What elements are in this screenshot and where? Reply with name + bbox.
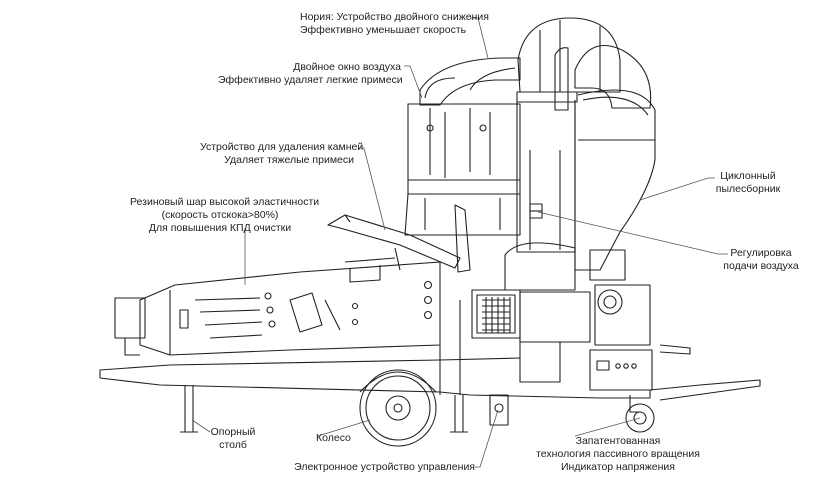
label-cyclone: Циклонный пылесборник <box>712 170 784 196</box>
control-box <box>589 349 653 391</box>
air-window-box <box>404 103 521 236</box>
destoner-chute <box>327 204 471 273</box>
label-wheel-line1: Колесо <box>316 432 351 444</box>
label-cyclone-line2: пылесборник <box>715 183 781 195</box>
fan-drive-unit <box>471 284 651 383</box>
label-patent-line3: Индикатор напряжения <box>560 461 675 473</box>
label-elevator: Нория: Устройство двойного снижения Эффе… <box>300 11 489 37</box>
label-rubber-ball: Резиновый шар высокой эластичности (скор… <box>130 196 320 235</box>
elevator-duct <box>419 17 652 111</box>
label-air-adjust-line2: подачи воздуха <box>723 260 799 272</box>
label-destoner-line2: Удаляет тяжелые примеси <box>224 154 354 166</box>
label-destoner-line1: Устройство для удаления камней <box>200 141 364 153</box>
label-air-window-line2: Эффективно удаляет легкие примеси <box>218 74 403 86</box>
label-air-adjust-line1: Регулировка <box>730 247 792 259</box>
label-patent: Запатентованная технология пассивного вр… <box>520 435 716 474</box>
screen-body <box>114 257 441 356</box>
support-posts <box>180 385 468 433</box>
label-rubber-ball-line1: Резиновый шар высокой эластичности <box>130 196 320 208</box>
caster-wheel <box>625 395 655 433</box>
label-support-line2: столб <box>219 439 247 451</box>
label-controller-line1: Электронное устройство управления <box>294 461 475 473</box>
chassis-frame <box>99 300 761 426</box>
label-cyclone-line1: Циклонный <box>720 170 776 182</box>
label-air-adjust: Регулировка подачи воздуха <box>718 247 804 273</box>
leader-lines <box>191 17 728 468</box>
label-controller: Электронное устройство управления <box>270 461 475 474</box>
label-rubber-ball-line2: (скорость отскока>80%) <box>161 209 279 221</box>
label-air-window-line1: Двойное окно воздуха <box>293 61 401 73</box>
label-air-window: Двойное окно воздуха Эффективно удаляет … <box>218 61 403 87</box>
label-support-line1: Опорный <box>210 426 256 438</box>
label-rubber-ball-line3: Для повышения КПД очистки <box>148 222 292 234</box>
label-destoner: Устройство для удаления камней Удаляет т… <box>200 141 364 167</box>
label-wheel: Колесо <box>316 432 376 445</box>
label-elevator-line1: Нория: Устройство двойного снижения <box>300 11 489 23</box>
cyclone-dust-collector <box>504 89 656 291</box>
label-support: Опорный столб <box>208 426 258 452</box>
main-wheel <box>359 369 437 447</box>
label-elevator-line2: Эффективно уменьшает скорость <box>300 24 467 36</box>
label-patent-line2: технология пассивного вращения <box>536 448 700 460</box>
label-patent-line1: Запатентованная <box>575 435 661 447</box>
